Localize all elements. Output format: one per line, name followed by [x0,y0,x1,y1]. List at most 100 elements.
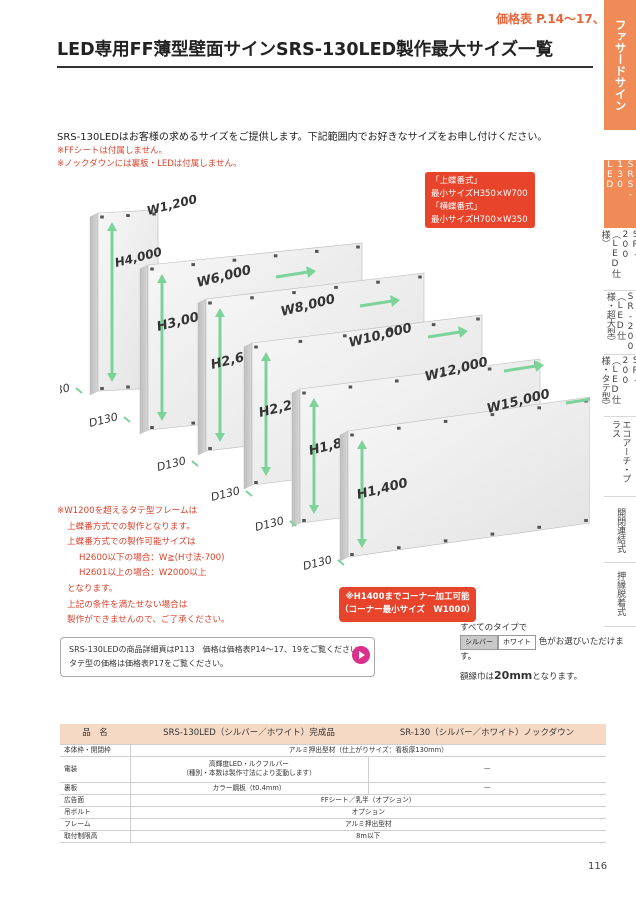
bolt-mark [356,245,360,249]
height-arrow-head [261,352,271,361]
bolt-mark [584,519,588,522]
side-tab-press-edge[interactable]: 押縁脱着式 [615,570,626,616]
bolt-mark [537,525,541,529]
corner-line: （コーナー最小サイズ W1000） [340,605,475,615]
panel-side [291,388,301,528]
row-label: 広告面 [60,794,130,807]
silver-chip: シルバー [460,635,498,650]
table-row: 裏板 カラー鋼板（t0.4mm） — [60,782,606,795]
row-label: フレーム [60,818,130,831]
bolt-mark [431,323,436,327]
bolt-mark [490,532,495,536]
row-label: 吊ボルト [60,806,130,819]
side-tab-sr200-led-large[interactable]: SR-200（LED仕様・超大型） [604,292,636,352]
depth-arrow [123,416,131,423]
width-arrow-head [390,295,400,307]
height-arrow-head [357,539,367,548]
side-tab-srs130-led[interactable]: SRS-130 LED [604,160,636,228]
width-arrow-head [534,360,544,372]
width-arrow-head [306,266,316,278]
tab-divider [604,354,636,355]
types-lead: すべてのタイプで [460,623,528,633]
height-arrow-head [309,505,319,514]
width-arrow [359,299,393,308]
height-arrow-head [107,373,117,382]
min-size-box: 「上蝶番式」 最小サイズH350×W700 「横蝶番式」 最小サイズH700×W… [425,172,535,228]
width-arrow [565,397,590,405]
bolt-mark [302,519,306,522]
bolt-mark [350,433,354,437]
title-underline [57,66,593,68]
bolt-mark [443,419,448,423]
note-ff-sheet: ※FFシートは付属しません。 [57,146,168,156]
side-tab-eco-arch-plus[interactable]: エコアーチ・プラス [610,420,631,483]
info-line: タテ型の価格は価格表P17をご覧ください。 [69,659,229,668]
depth-label: D130 [210,484,242,504]
bolt-mark [476,317,480,321]
bolt-mark [273,254,278,258]
table-header: SRS-130LED（シルバー／ホワイト）完成品 [130,724,368,745]
bolt-mark [334,285,338,289]
note-line: H2600以下の場合：W≧(H寸法-700) [79,552,225,563]
bolt-mark [395,379,399,383]
tab-divider [604,562,636,563]
bolt-mark [397,546,401,550]
bolt-mark [487,367,492,371]
info-line: SRS-130LEDの商品詳細頁はP113 価格は価格表P14～17、19をご覧… [69,645,366,654]
info-box: SRS-130LEDの商品詳細頁はP113 価格は価格表P14～17、19をご覧… [60,637,375,677]
price-reference: 価格表 P.14～17、19 [496,12,622,26]
height-arrow-head [157,274,167,283]
side-tab-open-close-link[interactable]: 開閉連結式 [615,507,626,553]
bolt-mark [100,215,104,219]
corner-processing-box: ※H1400までコーナー加工可能 （コーナー最小サイズ W1000） [339,587,476,622]
bolt-mark [232,258,237,262]
depth-label: D130 [60,381,71,401]
frame-width-post: となります。 [532,672,583,682]
corner-line: ※H1400までコーナー加工可能 [345,592,470,602]
tab-divider [604,626,636,627]
width-arrow [503,364,537,373]
note-line: ※W1200を超えるタテ型フレームは [57,506,198,516]
note-line: となります。 [67,583,118,594]
white-chip: ホワイト [498,635,536,650]
bolt-mark [150,267,154,271]
panel-side [243,342,253,490]
row-value: アルミ押出型材 [129,818,606,831]
panel-side [197,298,207,456]
depth-label: D130 [156,454,188,474]
side-tab-sr200-led-vertical[interactable]: SR-200（LED仕様・タテ型） [599,356,636,410]
size-diagram: W1,200H4,000D130W6,000H3,000D130W8,000H2… [60,195,590,573]
side-tab-facade-sign[interactable]: ファサードサイン [604,0,636,130]
row-value: 高輝度LED・ルクフルバー （種別・本数は製作寸法により変動します） [129,756,368,783]
min-size-line: 最小サイズH700×W350 [431,215,528,225]
depth-label: D130 [88,410,120,430]
bolt-mark [250,296,254,300]
width-arrow [275,270,309,279]
note-knockdown: ※ノックダウンには裏板・LEDは付属しません。 [57,159,242,169]
row-label: 裏板 [60,782,130,795]
bolt-mark [387,328,391,332]
row-value: 8m以下 [129,830,606,843]
bolt-mark [350,553,354,556]
table-row: 広告面 FFシート／乳半（オプション） [60,794,606,807]
table-row: フレーム アルミ押出型材 [60,818,606,831]
side-tab-sr200-led[interactable]: SR-200（LED仕様） [599,230,636,278]
bolt-mark [348,385,353,389]
bolt-mark [443,539,448,543]
row-value: FFシート／乳半（オプション） [129,794,606,807]
row-label: 電装 [60,756,130,783]
table-header: SR-130（シルバー／ホワイト）ノックダウン [368,724,606,745]
depth-arrow [245,490,253,497]
height-arrow-head [107,222,117,231]
arrow-right-icon[interactable] [352,646,370,664]
row-value: — [367,782,606,795]
height-arrow-head [357,440,367,449]
row-value: アルミ押出型材（仕上がりサイズ：看板厚130mm） [129,744,606,757]
bolt-mark [100,387,104,390]
bolt-mark [490,413,495,417]
intro-text: SRS-130LEDはお客様の求めるサイズをご提供します。下記範囲内でお好きなサ… [57,132,548,143]
bolt-mark [315,249,319,253]
min-size-line: 最小サイズH350×W700 [431,189,528,199]
panel-side [89,212,99,396]
